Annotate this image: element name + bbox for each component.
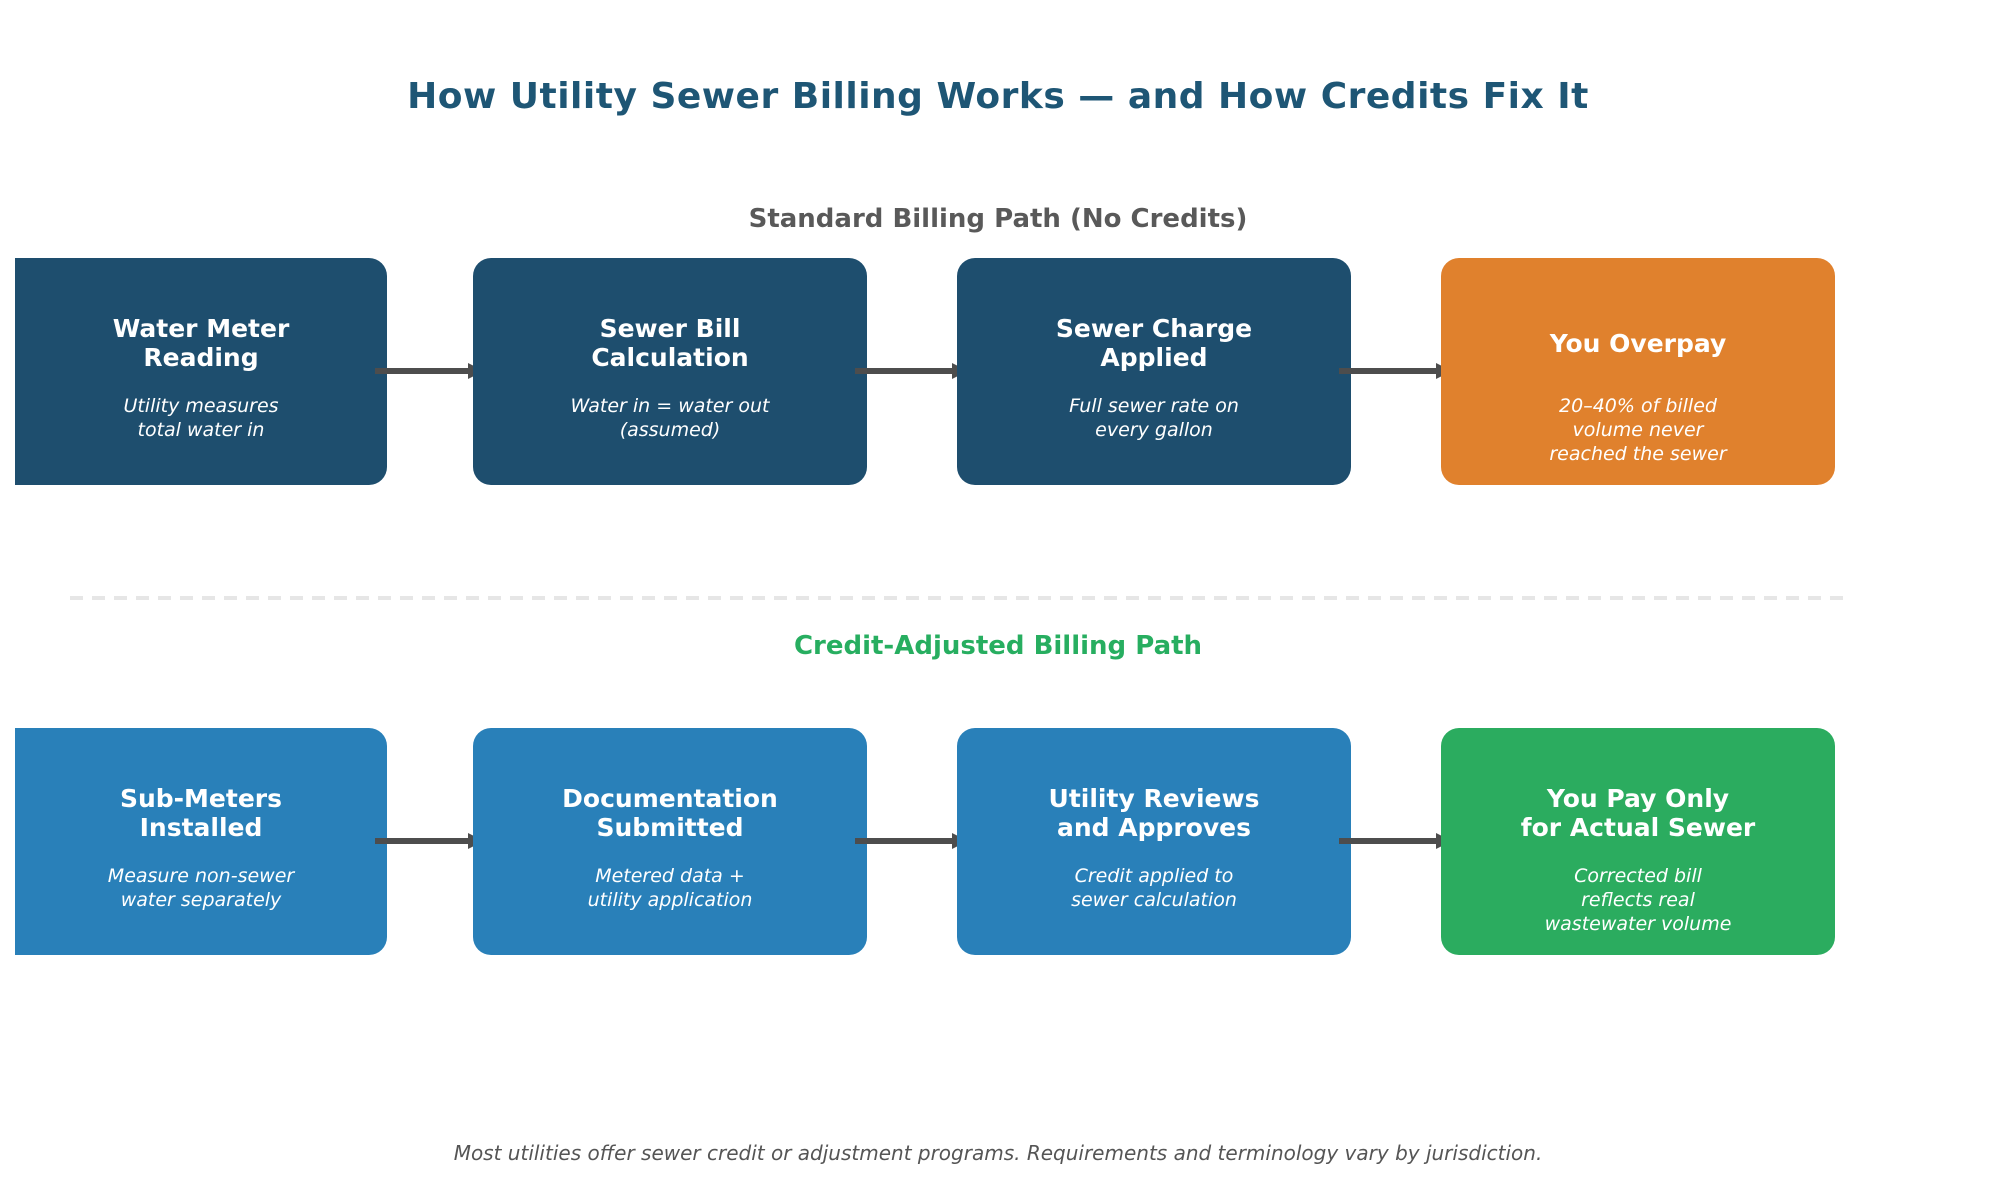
flow-box-you-overpay: You Overpay 20–40% of billed volume neve… bbox=[1441, 258, 1835, 485]
box-title: Sewer Charge Applied bbox=[1055, 314, 1253, 372]
arrow-line bbox=[375, 838, 470, 844]
box-title: Documentation Submitted bbox=[562, 784, 778, 842]
dashed-divider bbox=[70, 596, 1843, 600]
box-title: You Overpay bbox=[1549, 328, 1727, 358]
arrow-line bbox=[375, 368, 470, 374]
box-subtitle: Water in = water out (assumed) bbox=[570, 395, 770, 441]
box-title: Sub-Meters Installed bbox=[119, 784, 283, 842]
box-title: Utility Reviews and Approves bbox=[1048, 784, 1260, 842]
box-subtitle: Credit applied to sewer calculation bbox=[1071, 865, 1237, 911]
page-title: How Utility Sewer Billing Works — and Ho… bbox=[407, 76, 1589, 117]
box-title: You Pay Only for Actual Sewer bbox=[1520, 784, 1756, 842]
section-header-standard-path: Standard Billing Path (No Credits) bbox=[748, 204, 1248, 234]
arrow-line bbox=[855, 368, 954, 374]
arrow-right-icon bbox=[1339, 363, 1452, 379]
flow-box-documentation-submitted: Documentation Submitted Metered data + u… bbox=[473, 728, 867, 955]
arrow-line bbox=[1339, 368, 1438, 374]
arrow-right-icon bbox=[855, 833, 968, 849]
arrow-line bbox=[1339, 838, 1438, 844]
box-title: Water Meter Reading bbox=[112, 314, 290, 372]
box-subtitle: 20–40% of billed volume never reached th… bbox=[1549, 395, 1727, 465]
arrow-right-icon bbox=[1339, 833, 1452, 849]
flow-box-sewer-charge-applied: Sewer Charge Applied Full sewer rate on … bbox=[957, 258, 1351, 485]
footer-disclaimer: Most utilities offer sewer credit or adj… bbox=[453, 1141, 1543, 1165]
flow-box-sewer-bill-calculation: Sewer Bill Calculation Water in = water … bbox=[473, 258, 867, 485]
section-header-credit-adjusted-path: Credit-Adjusted Billing Path bbox=[793, 631, 1203, 661]
box-title: Sewer Bill Calculation bbox=[591, 314, 749, 372]
arrow-line bbox=[855, 838, 954, 844]
box-subtitle: Metered data + utility application bbox=[587, 865, 753, 911]
arrow-right-icon bbox=[375, 833, 484, 849]
arrow-right-icon bbox=[375, 363, 484, 379]
box-subtitle: Measure non-sewer water separately bbox=[107, 865, 295, 911]
flow-box-water-meter-reading: Water Meter Reading Utility measures tot… bbox=[15, 258, 387, 485]
flow-box-sub-meters-installed: Sub-Meters Installed Measure non-sewer w… bbox=[15, 728, 387, 955]
flow-box-you-pay-only-actual-sewer: You Pay Only for Actual Sewer Corrected … bbox=[1441, 728, 1835, 955]
box-subtitle: Full sewer rate on every gallon bbox=[1069, 395, 1239, 441]
box-subtitle: Corrected bill reflects real wastewater … bbox=[1544, 865, 1732, 935]
flow-box-utility-reviews-approves: Utility Reviews and Approves Credit appl… bbox=[957, 728, 1351, 955]
arrow-right-icon bbox=[855, 363, 968, 379]
box-subtitle: Utility measures total water in bbox=[123, 395, 279, 441]
